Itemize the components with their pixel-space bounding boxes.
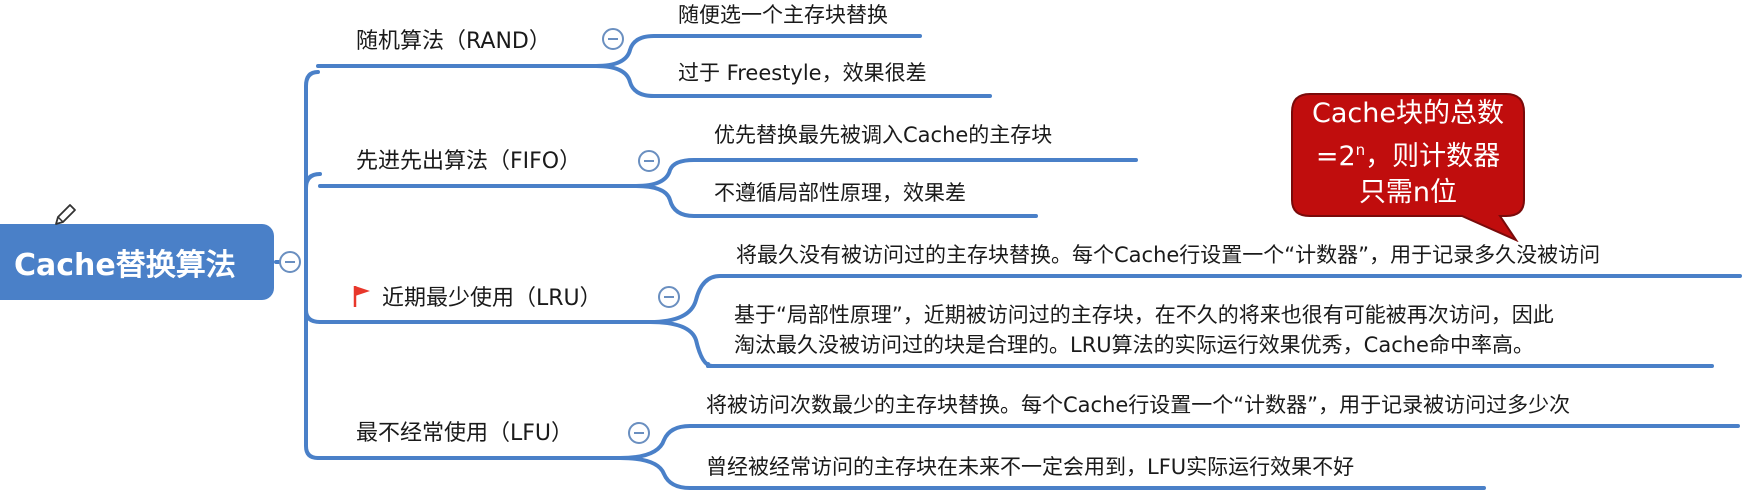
- callout-line-2: =2n，则计数器: [1315, 141, 1501, 172]
- collapse-icon[interactable]: [602, 28, 624, 50]
- branch-label-lru-text: 近期最少使用（LRU）: [382, 286, 602, 311]
- collapse-icon[interactable]: [279, 251, 301, 273]
- leaf-lfu-1[interactable]: 将被访问次数最少的主存块替换。每个Cache行设置一个“计数器”，用于记录被访问…: [706, 393, 1571, 417]
- leaf-rand-1[interactable]: 随便选一个主存块替换: [678, 3, 888, 27]
- branch-label-lru[interactable]: 近期最少使用（LRU）: [352, 284, 602, 313]
- callout-bubble: [1291, 93, 1525, 242]
- collapse-icon[interactable]: [638, 150, 660, 172]
- branch-label-lfu[interactable]: 最不经常使用（LFU）: [356, 421, 574, 446]
- leaf-lru-1[interactable]: 将最久没有被访问过的主存块替换。每个Cache行设置一个“计数器”，用于记录多久…: [736, 243, 1601, 267]
- leaf-fifo-1[interactable]: 优先替换最先被调入Cache的主存块: [714, 123, 1053, 147]
- collapse-icon[interactable]: [628, 422, 650, 444]
- root-label: Cache替换算法: [14, 248, 236, 283]
- branch-label-rand[interactable]: 随机算法（RAND）: [356, 29, 551, 54]
- branch-label-fifo[interactable]: 先进先出算法（FIFO）: [356, 149, 582, 174]
- callout-text: Cache块的总数 =2n，则计数器 只需n位: [1292, 96, 1524, 211]
- leaf-lfu-2[interactable]: 曾经被经常访问的主存块在未来不一定会用到，LFU实际运行效果不好: [706, 455, 1355, 479]
- pencil-icon[interactable]: [52, 202, 78, 228]
- callout-line-3: 只需n位: [1358, 177, 1458, 208]
- leaf-lru-2-line2[interactable]: 淘汰最久没被访问过的块是合理的。LRU算法的实际运行效果优秀，Cache命中率高…: [734, 333, 1534, 357]
- leaf-rand-2[interactable]: 过于 Freestyle，效果很差: [678, 61, 927, 85]
- root-node[interactable]: Cache替换算法: [0, 224, 274, 300]
- leaf-lru-2-line1[interactable]: 基于“局部性原理”，近期被访问过的主存块，在不久的将来也很有可能被再次访问，因此: [734, 303, 1554, 327]
- leaf-fifo-2[interactable]: 不遵循局部性原理，效果差: [714, 181, 966, 205]
- callout-line-1: Cache块的总数: [1312, 98, 1504, 129]
- flag-icon: [353, 286, 370, 307]
- collapse-icon[interactable]: [658, 286, 680, 308]
